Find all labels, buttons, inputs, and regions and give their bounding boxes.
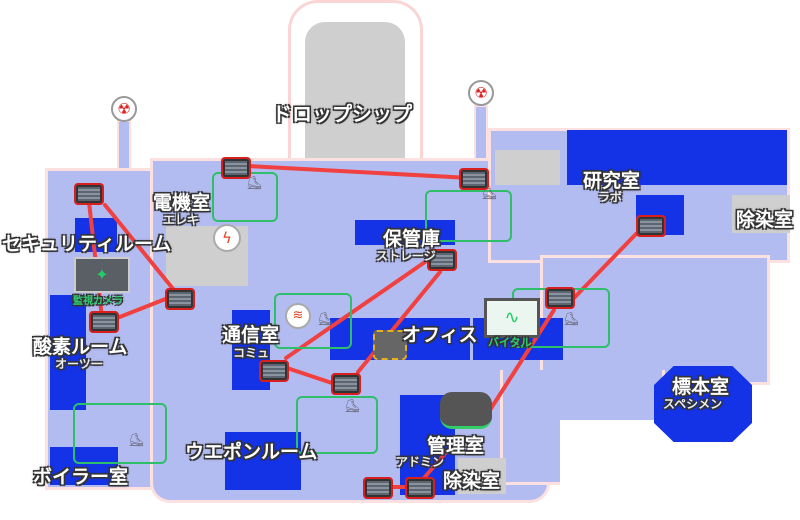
sabotage-lightning-icon: ϟ — [213, 224, 241, 252]
decon-bottom-area — [458, 458, 506, 494]
weapons-label: ウエポンルーム — [185, 441, 318, 463]
security-label: セキュリティルーム — [2, 233, 172, 255]
admin-label: 管理室 — [427, 435, 485, 457]
vent-link — [246, 164, 472, 180]
emergency-button-icon[interactable] — [373, 330, 407, 360]
storage-sub-label: ストレージ — [376, 249, 436, 263]
oxygen-label: 酸素ルーム — [33, 336, 128, 358]
electrical-sub-label: エレキ — [163, 213, 200, 227]
specimen-sub-label: スペシメン — [663, 397, 723, 411]
boot-icon: ⛸ — [344, 399, 361, 414]
floor-right-mid — [540, 255, 770, 385]
radiation-icon: ☢ — [468, 80, 494, 106]
boot-icon: ⛸ — [317, 312, 334, 327]
task-area-boiler — [73, 403, 167, 464]
decon-bottom-label: 除染室 — [443, 470, 501, 492]
task-area-storage — [425, 190, 512, 242]
vent[interactable] — [331, 373, 361, 395]
storage-label: 保管庫 — [383, 228, 441, 250]
dropship-gray — [495, 150, 560, 185]
vent[interactable] — [405, 477, 435, 499]
vent-link — [86, 191, 104, 320]
vent[interactable] — [545, 287, 575, 309]
task-area-comms — [274, 293, 352, 349]
vent-link — [356, 270, 442, 374]
vent-link — [285, 366, 334, 385]
sabotage-comms-icon: ≋ — [285, 303, 311, 329]
vitals-monitor-icon[interactable]: ∿ — [484, 298, 540, 338]
boot-icon: ⛸ — [563, 312, 580, 327]
vent-link — [488, 308, 556, 412]
electrical-label: 電機室 — [153, 192, 211, 214]
admin-sub-label: アドミン — [396, 455, 445, 469]
vent-link — [422, 448, 450, 480]
vent-link — [103, 203, 180, 297]
decon-right-label: 除染室 — [736, 209, 794, 231]
lab-sub-label: ラボ — [598, 190, 623, 204]
specimen-label: 標本室 — [672, 376, 730, 398]
vent[interactable] — [165, 288, 195, 310]
admin-map-table-icon[interactable] — [440, 392, 492, 429]
cameras-label: 監視カメラ — [73, 296, 123, 307]
dropship-floor — [305, 22, 405, 167]
oxygen-room — [50, 295, 86, 410]
office-label: オフィス — [402, 324, 478, 346]
boot-icon: ⛸ — [246, 176, 263, 191]
vent[interactable] — [636, 215, 666, 237]
boiler-room — [50, 447, 118, 485]
dropship-label: ドロップシップ — [272, 102, 412, 126]
task-area-electrical — [212, 172, 278, 222]
decon-right-area — [732, 195, 790, 233]
weapons-room — [225, 432, 301, 490]
vent[interactable] — [363, 477, 393, 499]
vent[interactable] — [459, 168, 489, 190]
vent[interactable] — [221, 157, 251, 179]
vent[interactable] — [89, 311, 119, 333]
boiler-label: ボイラー室 — [33, 466, 129, 488]
security-room — [75, 218, 117, 252]
boot-icon: ⛸ — [128, 433, 145, 448]
vent[interactable] — [427, 249, 457, 271]
vent-link — [284, 260, 427, 360]
comms-sub-label: コミュ — [233, 346, 270, 360]
vitals-label: バイタル — [488, 336, 532, 349]
oxygen-sub-label: オーツー — [55, 357, 103, 371]
vent[interactable] — [74, 183, 104, 205]
comms-label: 通信室 — [222, 324, 280, 346]
lab-room — [567, 130, 787, 185]
vent[interactable] — [259, 360, 289, 382]
radiation-icon: ☢ — [111, 96, 137, 122]
task-area-weapons — [296, 396, 378, 454]
camera-monitor-icon[interactable]: ✦ — [74, 257, 130, 293]
lab-label: 研究室 — [583, 170, 641, 192]
vent-link — [110, 296, 170, 322]
specimen-room — [654, 366, 752, 442]
